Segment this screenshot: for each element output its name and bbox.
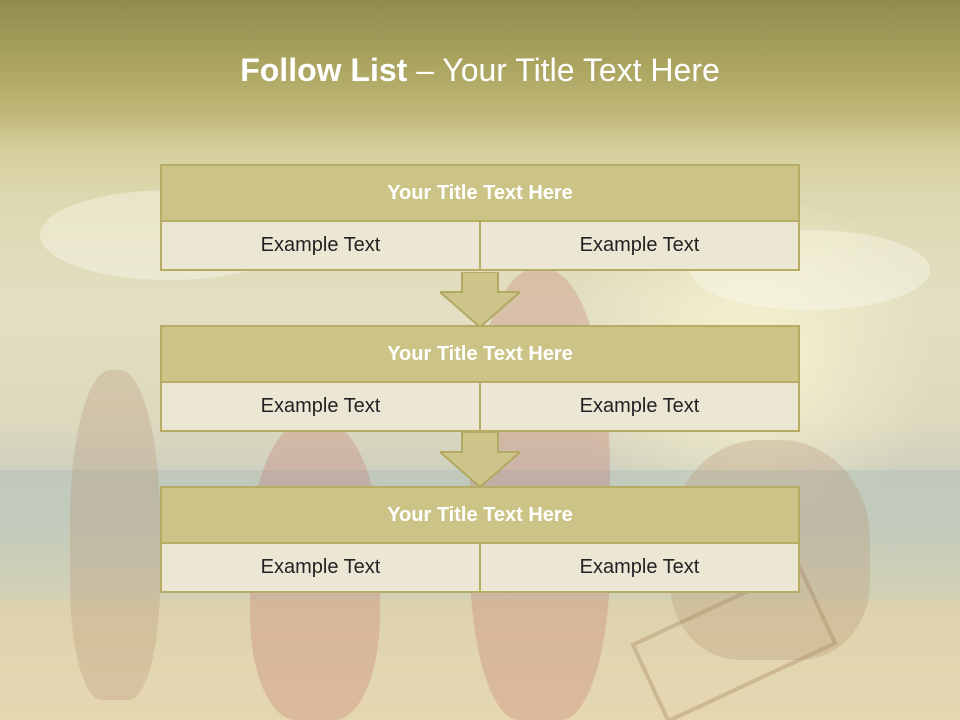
block-cell-right: Example Text	[481, 544, 800, 593]
down-arrow-icon	[440, 432, 520, 488]
background-person	[70, 370, 160, 700]
list-block-1: Your Title Text Here Example Text Exampl…	[160, 164, 800, 271]
slide-title-bold: Follow List	[240, 52, 408, 88]
block-cell-left: Example Text	[160, 222, 481, 271]
block-cell-left: Example Text	[160, 383, 481, 432]
block-row: Example Text Example Text	[160, 222, 800, 271]
block-row: Example Text Example Text	[160, 383, 800, 432]
list-block-3: Your Title Text Here Example Text Exampl…	[160, 486, 800, 593]
block-cell-right: Example Text	[481, 222, 800, 271]
list-block-2: Your Title Text Here Example Text Exampl…	[160, 325, 800, 432]
block-title: Your Title Text Here	[160, 325, 800, 383]
block-cell-left: Example Text	[160, 544, 481, 593]
background-sand	[0, 600, 960, 720]
block-row: Example Text Example Text	[160, 544, 800, 593]
slide-title: Follow List – Your Title Text Here	[0, 52, 960, 89]
down-arrow-icon	[440, 272, 520, 328]
slide-title-rest: – Your Title Text Here	[407, 52, 720, 88]
block-cell-right: Example Text	[481, 383, 800, 432]
block-title: Your Title Text Here	[160, 486, 800, 544]
block-title: Your Title Text Here	[160, 164, 800, 222]
